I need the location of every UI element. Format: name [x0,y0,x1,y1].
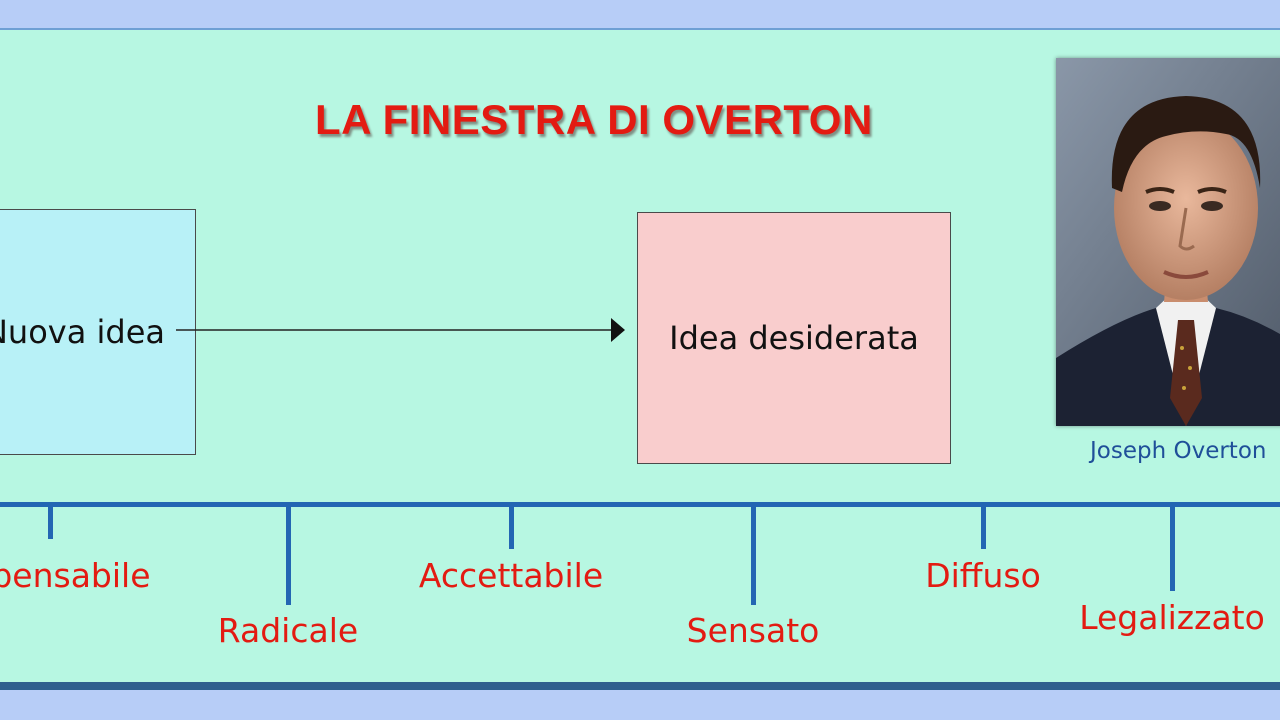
joseph-overton-portrait [1056,58,1280,426]
scale-tick [1170,505,1175,591]
scale-label: Sensato [686,611,820,650]
scale-tick [286,505,291,605]
diagram-title: LA FINESTRA DI OVERTON [315,96,873,143]
scale-label: Accettabile [418,556,604,595]
scale-label: Radicale [217,611,359,650]
scale-tick [751,505,756,605]
scale-label: Legalizzato [1079,598,1265,637]
desired-idea-box: Idea desiderata [637,212,951,464]
desired-idea-label: Idea desiderata [669,319,919,357]
new-idea-label: Nuova idea [0,313,165,351]
scale-tick [509,505,514,549]
scale-tick [48,505,53,539]
scale-label: Diffuso [925,556,1041,595]
portrait-caption: Joseph Overton [1090,438,1267,464]
arrow-head [611,318,625,342]
acceptance-scale-line [0,502,1280,507]
new-idea-box: Nuova idea [0,209,196,455]
scale-label: Impensabile [0,556,151,595]
scale-tick [981,505,986,549]
